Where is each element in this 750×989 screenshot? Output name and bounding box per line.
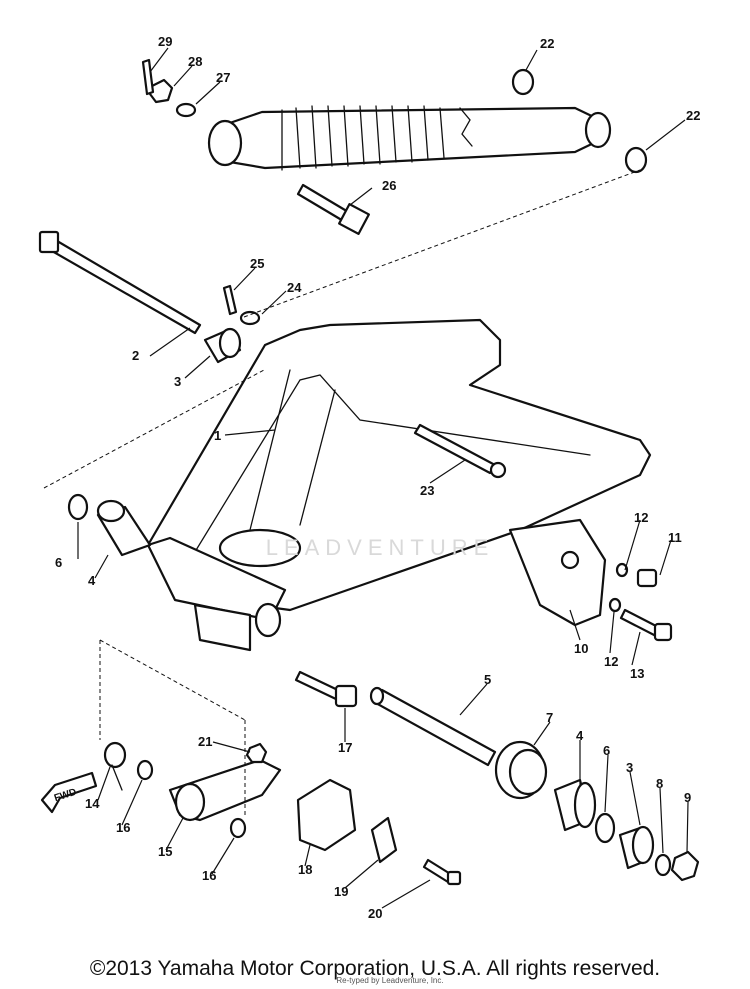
nut-21 <box>245 742 268 764</box>
washer-8 <box>654 853 672 877</box>
callout-6-left: 6 <box>55 555 62 570</box>
bushing-4-right <box>553 778 597 832</box>
shock-hardware-27-28-29 <box>141 58 197 118</box>
callout-20: 20 <box>368 906 382 921</box>
callout-5: 5 <box>484 672 491 687</box>
callout-21: 21 <box>198 734 212 749</box>
callout-3-lower: 3 <box>626 760 633 775</box>
bolt-20 <box>422 858 462 886</box>
callout-16-a: 16 <box>116 820 130 835</box>
seal-7 <box>494 740 548 800</box>
callout-12-lower: 12 <box>604 654 618 669</box>
callout-4-left: 4 <box>88 573 96 588</box>
spring-14 <box>103 741 127 791</box>
callout-17: 17 <box>338 740 352 755</box>
credit-text: Re-typed by Leadventure, Inc. <box>336 976 444 985</box>
bushing-4-left <box>96 499 152 557</box>
callout-labels: 29 28 27 22 22 26 25 24 2 3 1 23 6 4 12 … <box>55 34 700 921</box>
collar-16-a <box>136 759 154 781</box>
callout-13: 13 <box>630 666 644 681</box>
shaft-5 <box>369 686 497 767</box>
callout-29: 29 <box>158 34 172 49</box>
plate-19 <box>370 816 398 864</box>
bolt-23 <box>413 423 507 479</box>
shock-bolt-26 <box>296 183 370 235</box>
bolt-13 <box>608 597 673 642</box>
callout-26: 26 <box>382 178 396 193</box>
callout-19: 19 <box>334 884 348 899</box>
callout-22-top: 22 <box>540 36 554 51</box>
callout-24: 24 <box>287 280 302 295</box>
callout-16-b: 16 <box>202 868 216 883</box>
callout-7: 7 <box>546 710 553 725</box>
copyright-notice: ©2013 Yamaha Motor Corporation, U.S.A. A… <box>89 957 661 980</box>
callout-18: 18 <box>298 862 312 877</box>
brake-arm-15 <box>168 758 282 822</box>
pivot-shaft-2 <box>38 230 202 335</box>
bushing-3-upper <box>203 327 242 364</box>
callout-25: 25 <box>250 256 264 271</box>
callout-11: 11 <box>668 530 682 545</box>
collar-16-b <box>229 817 247 839</box>
callout-22-right: 22 <box>686 108 700 123</box>
callout-14: 14 <box>85 796 100 811</box>
callout-23: 23 <box>420 483 434 498</box>
callout-9: 9 <box>684 790 691 805</box>
callout-28: 28 <box>188 54 202 69</box>
callout-8: 8 <box>656 776 663 791</box>
callout-2: 2 <box>132 348 139 363</box>
fwd-arrow-icon <box>40 771 98 814</box>
bolt-11 <box>615 562 658 588</box>
callout-27: 27 <box>216 70 230 85</box>
collars-22 <box>511 68 648 174</box>
callout-6-right: 6 <box>603 743 610 758</box>
swing-arm-1 <box>146 318 652 652</box>
callout-15: 15 <box>158 844 172 859</box>
nut-9 <box>670 850 700 882</box>
washer-6-left <box>67 493 89 521</box>
pin-25-washer-24 <box>222 284 261 326</box>
callout-4-right: 4 <box>576 728 584 743</box>
callout-1: 1 <box>214 428 221 443</box>
callout-12-upper: 12 <box>634 510 648 525</box>
bolt-17 <box>294 670 358 708</box>
alignment-lines <box>43 169 641 815</box>
callout-10: 10 <box>574 641 588 656</box>
bushing-3-lower <box>618 825 655 870</box>
bracket-10 <box>508 518 607 627</box>
rear-shock-absorber <box>207 105 612 171</box>
callout-3-upper: 3 <box>174 374 181 389</box>
watermark: LEADVENTURE <box>265 535 495 560</box>
washer-6-right <box>594 812 616 844</box>
leader-lines <box>77 47 689 909</box>
cover-18 <box>296 778 357 852</box>
